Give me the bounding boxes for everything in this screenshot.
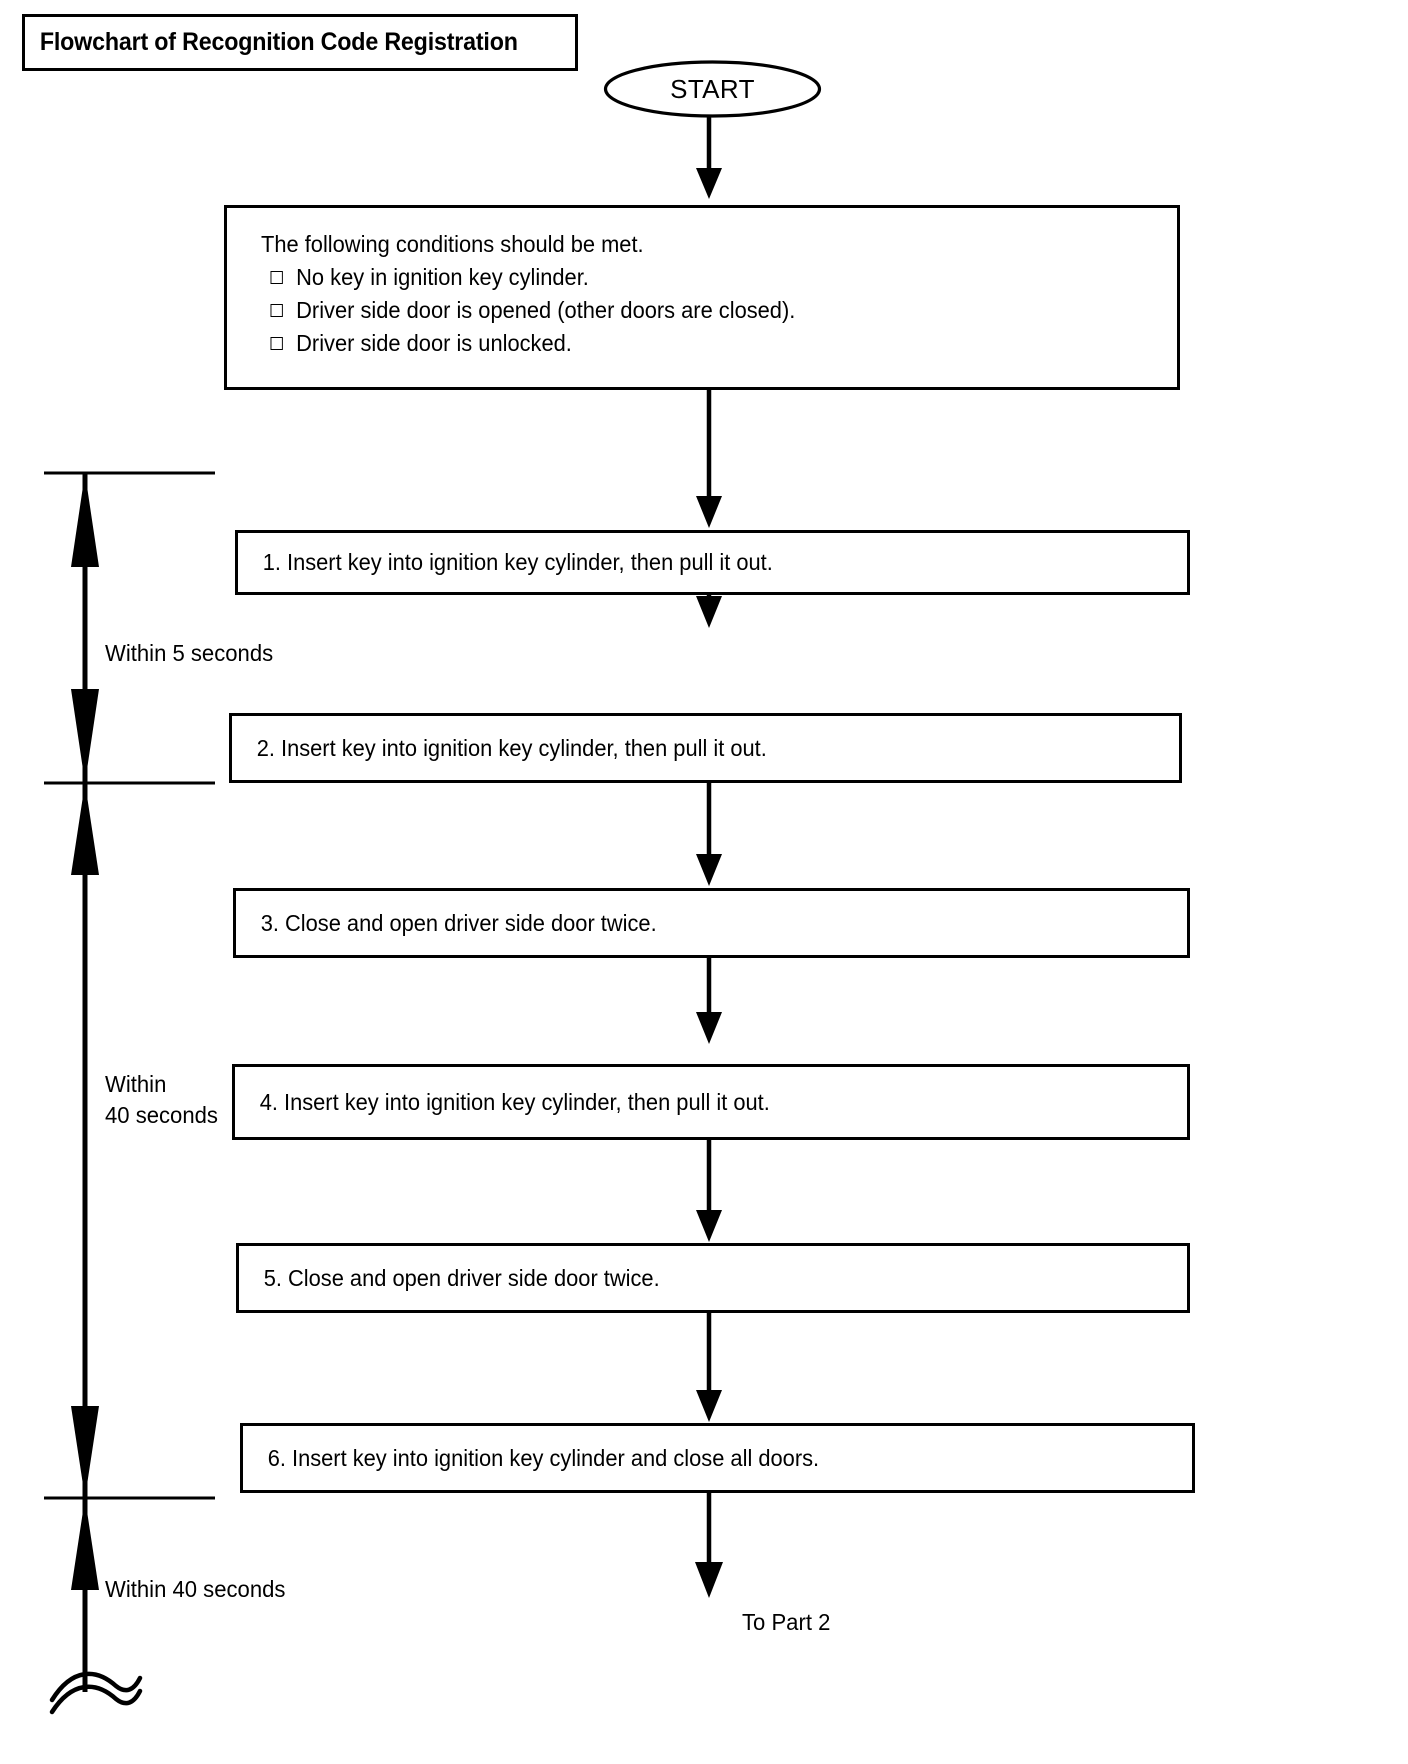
condition-item-3-label: Driver side door is unlocked. bbox=[296, 330, 572, 356]
conditions-heading: The following conditions should be met. bbox=[261, 231, 644, 257]
timing-label-within-5-seconds: Within 5 seconds bbox=[105, 640, 274, 666]
step-box-1-label: 1. Insert key into ignition key cylinder… bbox=[262, 549, 773, 575]
flow-end-label: To Part 2 bbox=[742, 1609, 831, 1635]
step-box-3-label: 3. Close and open driver side door twice… bbox=[260, 909, 657, 936]
condition-item-2: Driver side door is opened (other doors … bbox=[261, 294, 1131, 327]
arrow-step3-to-step4 bbox=[696, 958, 722, 1044]
timing-label-within-40-seconds-bottom: Within 40 seconds bbox=[105, 1576, 286, 1602]
conditions-box: The following conditions should be met. … bbox=[224, 205, 1180, 390]
step-box-1: 1. Insert key into ignition key cylinder… bbox=[235, 530, 1190, 595]
condition-item-2-label: Driver side door is opened (other doors … bbox=[296, 297, 796, 323]
timing-arrow-within-40-seconds bbox=[71, 783, 99, 1498]
step-box-2-label: 2. Insert key into ignition key cylinder… bbox=[256, 734, 767, 761]
arrow-step1-to-step2 bbox=[696, 595, 722, 628]
arrow-conditions-to-step1 bbox=[696, 390, 722, 528]
timing-label-within-40-seconds: Within 40 seconds bbox=[105, 1069, 218, 1131]
step-box-2: 2. Insert key into ignition key cylinder… bbox=[229, 713, 1182, 783]
condition-item-1-label: No key in ignition key cylinder. bbox=[296, 264, 589, 290]
timing-arrow-within-40-seconds-bottom bbox=[71, 1498, 99, 1692]
timing-arrow-within-5-seconds bbox=[71, 473, 99, 783]
timing-label-within-40-line2: 40 seconds bbox=[105, 1102, 218, 1128]
checkbox-icon bbox=[270, 337, 283, 350]
step-box-3: 3. Close and open driver side door twice… bbox=[233, 888, 1190, 958]
arrow-step6-to-part2 bbox=[695, 1493, 723, 1598]
arrow-step5-to-step6 bbox=[696, 1313, 722, 1422]
break-symbol-wavy-line bbox=[49, 1671, 143, 1715]
step-box-4: 4. Insert key into ignition key cylinder… bbox=[232, 1064, 1190, 1140]
step-box-4-label: 4. Insert key into ignition key cylinder… bbox=[259, 1088, 770, 1115]
page-title: Flowchart of Recognition Code Registrati… bbox=[39, 28, 518, 56]
start-terminator-ellipse bbox=[603, 60, 822, 118]
step-box-5: 5. Close and open driver side door twice… bbox=[236, 1243, 1190, 1313]
checkbox-icon bbox=[270, 271, 283, 284]
title-box: Flowchart of Recognition Code Registrati… bbox=[22, 14, 578, 71]
timing-label-within-40-line1: Within bbox=[105, 1071, 167, 1097]
arrow-start-to-conditions bbox=[696, 116, 722, 199]
step-box-5-label: 5. Close and open driver side door twice… bbox=[263, 1264, 660, 1291]
condition-item-3: Driver side door is unlocked. bbox=[261, 327, 1131, 360]
arrow-step2-to-step3 bbox=[696, 783, 722, 886]
start-terminator-label: START bbox=[670, 73, 755, 104]
condition-item-1: No key in ignition key cylinder. bbox=[261, 261, 1131, 294]
arrow-step4-to-step5 bbox=[696, 1140, 722, 1242]
checkbox-icon bbox=[270, 304, 283, 317]
step-box-6: 6. Insert key into ignition key cylinder… bbox=[240, 1423, 1195, 1493]
step-box-6-label: 6. Insert key into ignition key cylinder… bbox=[267, 1444, 820, 1471]
